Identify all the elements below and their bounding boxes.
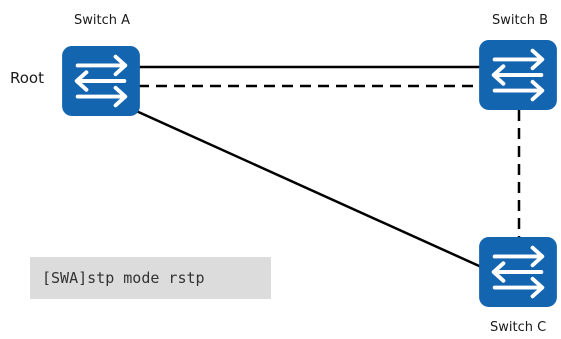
command-box: [SWA]stp mode rstp (30, 257, 271, 299)
root-label: Root (10, 69, 44, 87)
switch-a-icon[interactable] (62, 46, 140, 116)
switch-c-label: Switch C (490, 320, 547, 335)
switch-c-icon[interactable] (479, 237, 557, 307)
switch-a-label: Switch A (74, 13, 131, 28)
switch-b-icon[interactable] (479, 40, 557, 110)
link-a-c-solid (133, 108, 489, 272)
command-text: [SWA]stp mode rstp (42, 269, 205, 287)
switch-b-label: Switch B (492, 13, 549, 28)
